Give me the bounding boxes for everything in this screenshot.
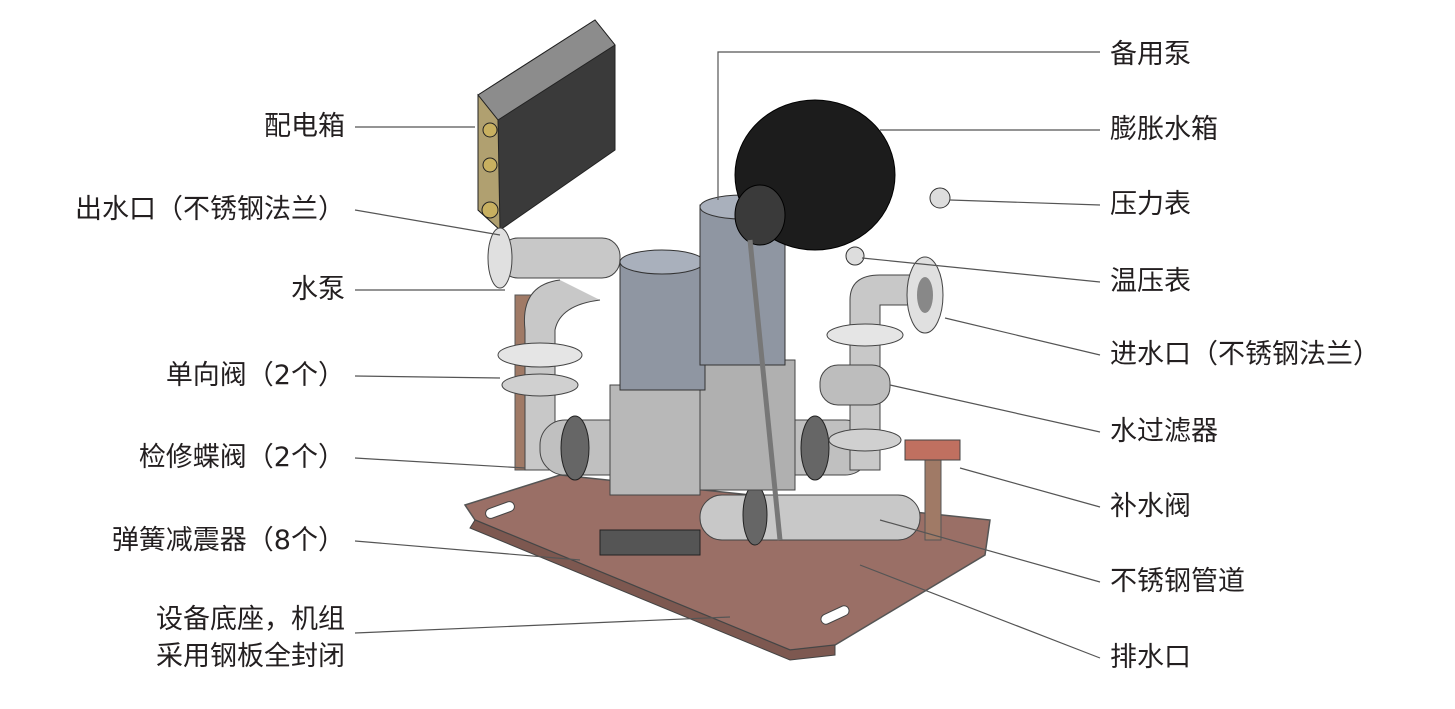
label-drain: 排水口 [1110, 642, 1191, 673]
label-standby-pump: 备用泵 [1110, 39, 1191, 70]
label-water-filter: 水过滤器 [1110, 416, 1218, 447]
label-control-box: 配电箱 [264, 111, 345, 142]
label-outlet: 出水口（不锈钢法兰） [75, 194, 345, 225]
label-makeup-valve: 补水阀 [1110, 491, 1191, 522]
leader-lines [354, 51, 1101, 659]
label-pump: 水泵 [291, 274, 345, 305]
pump-motor [619, 259, 706, 391]
label-base-line2: 采用钢板全封闭 [156, 641, 345, 672]
label-stainless-pipe: 不锈钢管道 [1110, 566, 1245, 597]
label-base-line1: 设备底座，机组 [156, 604, 345, 635]
base-plate-edge [469, 519, 836, 661]
label-butterfly-valve: 检修蝶阀（2个） [138, 442, 345, 473]
label-inlet: 进水口（不锈钢法兰） [1110, 339, 1380, 370]
label-temp-pressure-gauge: 温压表 [1110, 266, 1191, 297]
label-check-valve: 单向阀（2个） [165, 360, 345, 391]
temp-pressure-gauge [845, 246, 865, 266]
pressure-gauge [929, 187, 951, 209]
label-damper: 弹簧减震器（8个） [111, 525, 345, 556]
label-expansion-tank: 膨胀水箱 [1110, 114, 1218, 145]
label-pressure-gauge: 压力表 [1110, 189, 1191, 220]
